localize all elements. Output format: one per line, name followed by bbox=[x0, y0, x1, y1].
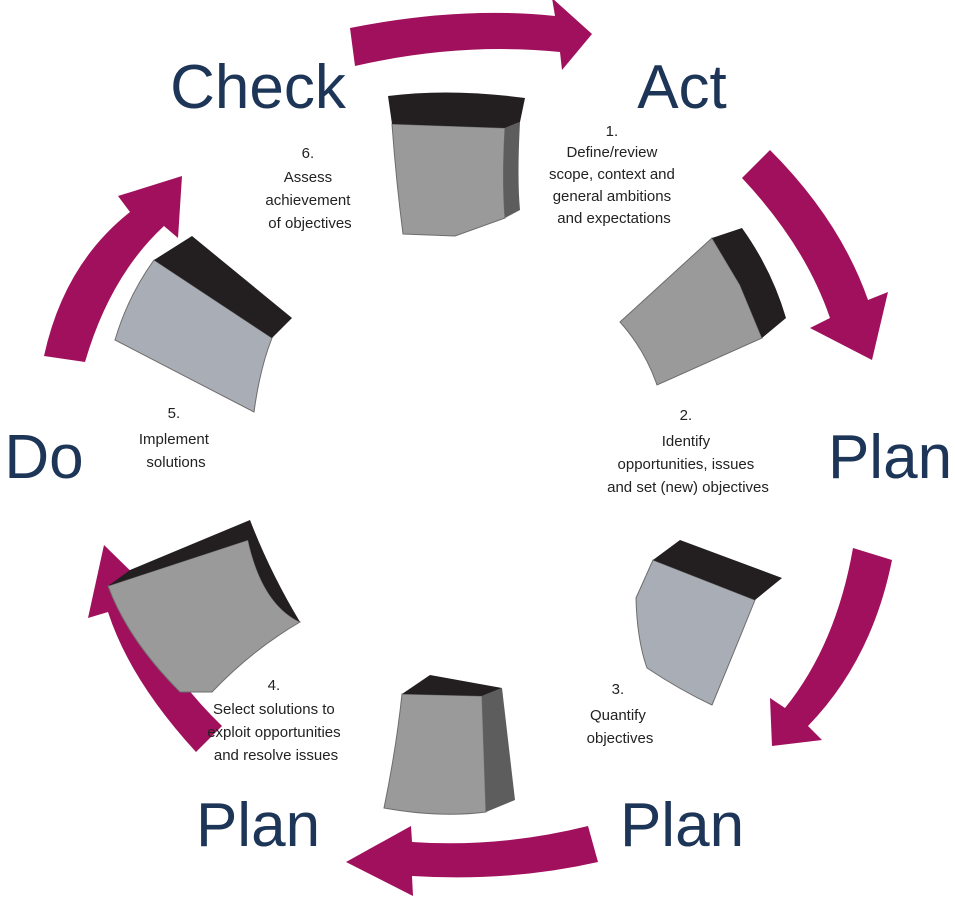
step-4-line-2: exploit opportunities bbox=[207, 724, 340, 741]
step-6-text: 6. Assess achievement of objectives bbox=[265, 145, 354, 232]
step-1-text: 1. Define/review scope, context and gene… bbox=[549, 123, 679, 227]
arrow-plan-to-plan-right bbox=[770, 548, 892, 746]
arrow-do-to-check bbox=[44, 176, 182, 362]
arrow-act-to-plan bbox=[742, 150, 888, 360]
step-4-line-3: and resolve issues bbox=[214, 747, 338, 764]
arrow-check-to-act bbox=[350, 0, 592, 70]
step-6-line-2: achievement bbox=[265, 192, 351, 209]
step-2-line-2: opportunities, issues bbox=[618, 456, 755, 473]
step-3-text: 3. Quantify objectives bbox=[587, 681, 654, 747]
step-2-line-1: Identify bbox=[662, 433, 711, 450]
step-1-line-3: general ambitions bbox=[553, 188, 671, 205]
step-6-line-1: Assess bbox=[284, 169, 332, 186]
phase-label-plan-right: Plan bbox=[828, 423, 952, 492]
step-3-line-1: Quantify bbox=[590, 707, 646, 724]
step-5-text: 5. Implement solutions bbox=[139, 405, 213, 471]
block-lower-right bbox=[635, 540, 782, 706]
step-6-line-3: of objectives bbox=[268, 215, 351, 232]
step-1-number: 1. bbox=[606, 123, 619, 140]
step-2-number: 2. bbox=[680, 407, 693, 424]
block-upper-right bbox=[619, 228, 786, 386]
step-6-number: 6. bbox=[302, 145, 315, 162]
step-1-line-4: and expectations bbox=[557, 210, 670, 227]
step-4-number: 4. bbox=[268, 677, 281, 694]
phase-label-act: Act bbox=[637, 53, 727, 122]
phase-label-plan-bottom-left: Plan bbox=[196, 791, 320, 860]
step-3-line-2: objectives bbox=[587, 730, 654, 747]
step-4-line-1: Select solutions to bbox=[213, 701, 335, 718]
step-1-line-2: scope, context and bbox=[549, 166, 675, 183]
block-bottom bbox=[383, 675, 515, 815]
step-2-line-3: and set (new) objectives bbox=[607, 479, 769, 496]
step-5-line-1: Implement bbox=[139, 431, 210, 448]
phase-label-plan-bottom-right: Plan bbox=[620, 791, 744, 860]
phase-label-do: Do bbox=[4, 423, 83, 492]
arrow-plan-to-plan-bottom bbox=[346, 826, 598, 896]
step-3-number: 3. bbox=[612, 681, 625, 698]
step-1-line-1: Define/review bbox=[566, 144, 657, 161]
step-4-text: 4. Select solutions to exploit opportuni… bbox=[207, 677, 345, 764]
cycle-blocks bbox=[107, 92, 786, 815]
step-2-text: 2. Identify opportunities, issues and se… bbox=[607, 407, 769, 496]
step-5-line-2: solutions bbox=[146, 454, 205, 471]
phase-label-check: Check bbox=[170, 53, 347, 122]
block-upper-left bbox=[114, 236, 292, 413]
step-5-number: 5. bbox=[168, 405, 181, 422]
block-lower-left bbox=[107, 520, 302, 693]
block-top bbox=[388, 92, 525, 237]
